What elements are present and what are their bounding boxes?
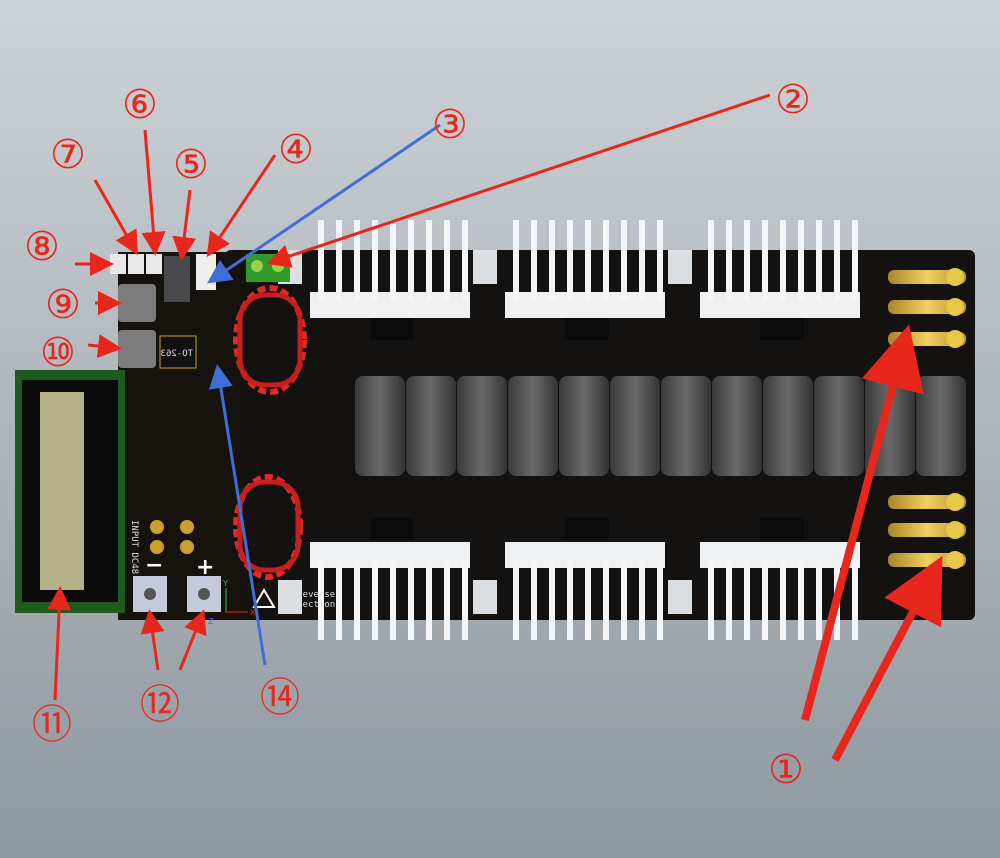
annotation-labels: ① ② ③ ④ ⑤ ⑥ ⑦ ⑧ ⑨ ⑩ ⑪ ⑫ ⑭: [24, 77, 811, 793]
capacitor: [610, 376, 660, 476]
potentiometer-2: [118, 330, 156, 368]
regulator-ic: [159, 335, 197, 369]
label-1: ①: [768, 747, 804, 793]
annotation-arrows: [47, 93, 943, 762]
heatsink: [473, 518, 665, 640]
label-7: ⑦: [50, 132, 86, 178]
capacitor: [712, 376, 762, 476]
warning-icon: [252, 588, 276, 608]
capacitor: [508, 376, 558, 476]
warning-text-2: connection: [281, 600, 335, 610]
label-9: ⑨: [45, 282, 81, 328]
capacitor: [916, 376, 966, 476]
capacitor: [457, 376, 507, 476]
input-pads: [150, 520, 194, 554]
capacitor: [661, 376, 711, 476]
heatsink: [278, 518, 470, 640]
label-2: ②: [775, 77, 811, 123]
label-4: ④: [278, 127, 314, 173]
label-6: ⑥: [122, 82, 158, 128]
mosfet: [565, 518, 609, 540]
input-label: INPUT DC48: [129, 520, 139, 574]
capacitor: [763, 376, 813, 476]
svg-text:X: X: [250, 608, 256, 617]
header-pin: [888, 300, 966, 314]
label-8: ⑧: [24, 224, 60, 270]
label-10: ⑩: [40, 330, 76, 376]
inductor-bottom: [233, 474, 303, 580]
minus-label: −: [145, 553, 163, 578]
capacitor: [355, 376, 405, 476]
heatsink: [668, 518, 860, 640]
axis-indicator: Y X Z: [208, 579, 256, 626]
mosfet: [760, 518, 804, 540]
plus-label: +: [196, 555, 214, 580]
label-5: ⑤: [173, 142, 209, 188]
label-3: ③: [432, 102, 468, 148]
heatsink: [473, 220, 665, 340]
potentiometer-1: [118, 284, 156, 322]
mosfet: [370, 518, 414, 540]
heatsink: [668, 220, 860, 340]
warning-text-1: No reverse: [281, 590, 335, 600]
capacitor: [559, 376, 609, 476]
lcd-display: [15, 370, 125, 613]
mosfet: [760, 318, 804, 340]
inductor-top: [233, 285, 307, 395]
svg-text:Z: Z: [208, 617, 214, 626]
capacitor: [406, 376, 456, 476]
header-pin: [888, 495, 966, 509]
label-14: ⑭: [260, 675, 300, 721]
label-11: ⑪: [32, 702, 72, 748]
annotation-arrows-blue: [207, 123, 441, 666]
header-pin: [888, 523, 966, 537]
capacitor: [814, 376, 864, 476]
svg-text:Y: Y: [222, 579, 228, 588]
header-pin: [888, 270, 966, 284]
mosfet: [565, 318, 609, 340]
label-12: ⑫: [140, 682, 180, 728]
ic-label: TO-263: [160, 349, 193, 359]
mosfet: [370, 318, 414, 340]
capacitor-bank: [355, 376, 966, 476]
